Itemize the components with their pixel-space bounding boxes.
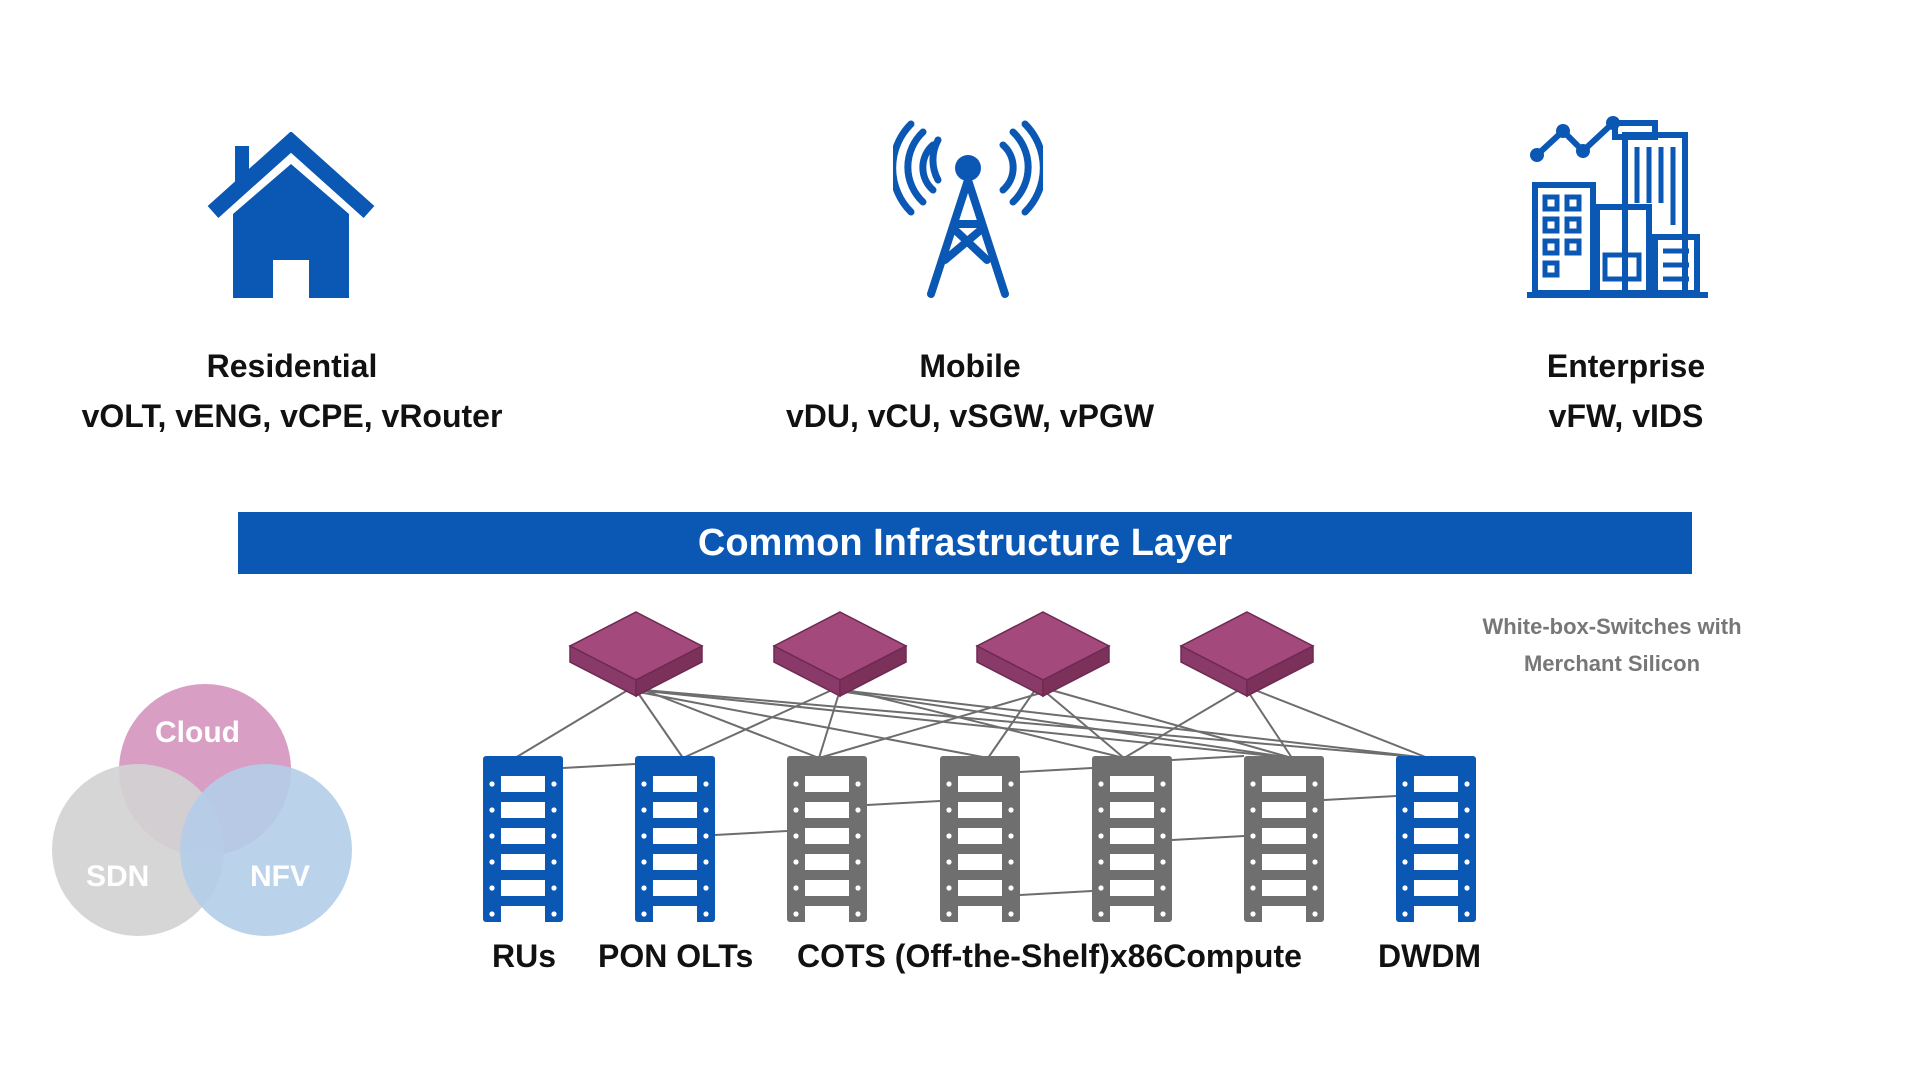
servers-group bbox=[483, 756, 1476, 922]
common-infrastructure-banner: Common Infrastructure Layer bbox=[238, 512, 1692, 574]
label-dwdm: DWDM bbox=[1378, 938, 1482, 974]
white-box-switch bbox=[568, 611, 704, 698]
connection-lines bbox=[514, 689, 1429, 896]
switch-server-link bbox=[1123, 689, 1240, 759]
server-server-link bbox=[1323, 795, 1397, 801]
segment-title: Enterprise bbox=[1546, 348, 1706, 384]
segment-enterprise: Enterprise vFW, vIDS bbox=[1346, 350, 1906, 432]
switch-server-link bbox=[987, 689, 1036, 759]
label-cots-compute: COTS (Off-the-Shelf)x86Compute bbox=[797, 938, 1302, 974]
segment-title: Residential bbox=[206, 348, 378, 384]
venn-circle-nfv bbox=[180, 764, 352, 936]
venn-label-nfv: NFV bbox=[250, 860, 310, 893]
switch-server-link bbox=[643, 689, 1429, 759]
server-server-link bbox=[1019, 890, 1093, 896]
segment-mobile: Mobile vDU, vCU, vSGW, vPGW bbox=[690, 350, 1250, 432]
switches-group bbox=[568, 611, 1315, 698]
segment-title: Mobile bbox=[919, 348, 1021, 384]
server-server-link bbox=[1171, 835, 1245, 841]
switch-server-link bbox=[635, 689, 684, 759]
server-rack bbox=[635, 756, 715, 922]
switch-server-link bbox=[514, 689, 629, 759]
switch-server-link bbox=[627, 689, 989, 759]
server-server-link bbox=[1019, 767, 1093, 773]
switch-server-link bbox=[818, 689, 841, 759]
switch-server-link bbox=[1246, 689, 1293, 759]
server-rack bbox=[483, 756, 563, 922]
venn-diagram bbox=[52, 684, 352, 936]
house-icon bbox=[205, 131, 377, 302]
office-buildings-icon bbox=[1525, 115, 1710, 300]
server-server-link bbox=[866, 800, 941, 806]
switch-server-link bbox=[635, 689, 1293, 759]
segment-functions: vDU, vCU, vSGW, vPGW bbox=[785, 398, 1155, 434]
venn-circle-sdn bbox=[52, 764, 224, 936]
switch-server-link bbox=[818, 689, 1052, 759]
server-rack bbox=[1396, 756, 1476, 922]
venn-label-cloud: Cloud bbox=[155, 716, 240, 749]
switch-server-link bbox=[1042, 689, 1125, 759]
switch-server-link bbox=[1254, 689, 1429, 759]
server-rack bbox=[940, 756, 1020, 922]
switch-server-link bbox=[831, 689, 1293, 759]
switches-note: White-box-Switches with Merchant Silicon bbox=[1482, 614, 1742, 676]
server-rack bbox=[1244, 756, 1324, 922]
white-box-switch bbox=[1179, 611, 1315, 698]
switch-server-link bbox=[847, 689, 1125, 759]
white-box-switch bbox=[772, 611, 908, 698]
switch-server-link bbox=[1050, 689, 1293, 759]
server-server-link bbox=[562, 763, 636, 769]
server-rack bbox=[787, 756, 867, 922]
server-server-link bbox=[714, 830, 788, 836]
server-server-link bbox=[1171, 755, 1245, 761]
venn-label-sdn: SDN bbox=[86, 860, 150, 893]
white-box-switch bbox=[975, 611, 1111, 698]
segment-functions: vFW, vIDS bbox=[1548, 398, 1704, 434]
server-rack bbox=[1092, 756, 1172, 922]
switch-server-link bbox=[839, 689, 1429, 759]
switch-server-link bbox=[682, 689, 833, 759]
segment-residential: Residential vOLT, vENG, vCPE, vRouter bbox=[12, 350, 572, 432]
segment-functions: vOLT, vENG, vCPE, vRouter bbox=[81, 398, 503, 434]
label-pon-olts: PON OLTs bbox=[598, 938, 754, 974]
label-rus: RUs bbox=[492, 938, 557, 974]
banner-label: Common Infrastructure Layer bbox=[697, 521, 1233, 564]
switch-server-link bbox=[643, 689, 820, 759]
